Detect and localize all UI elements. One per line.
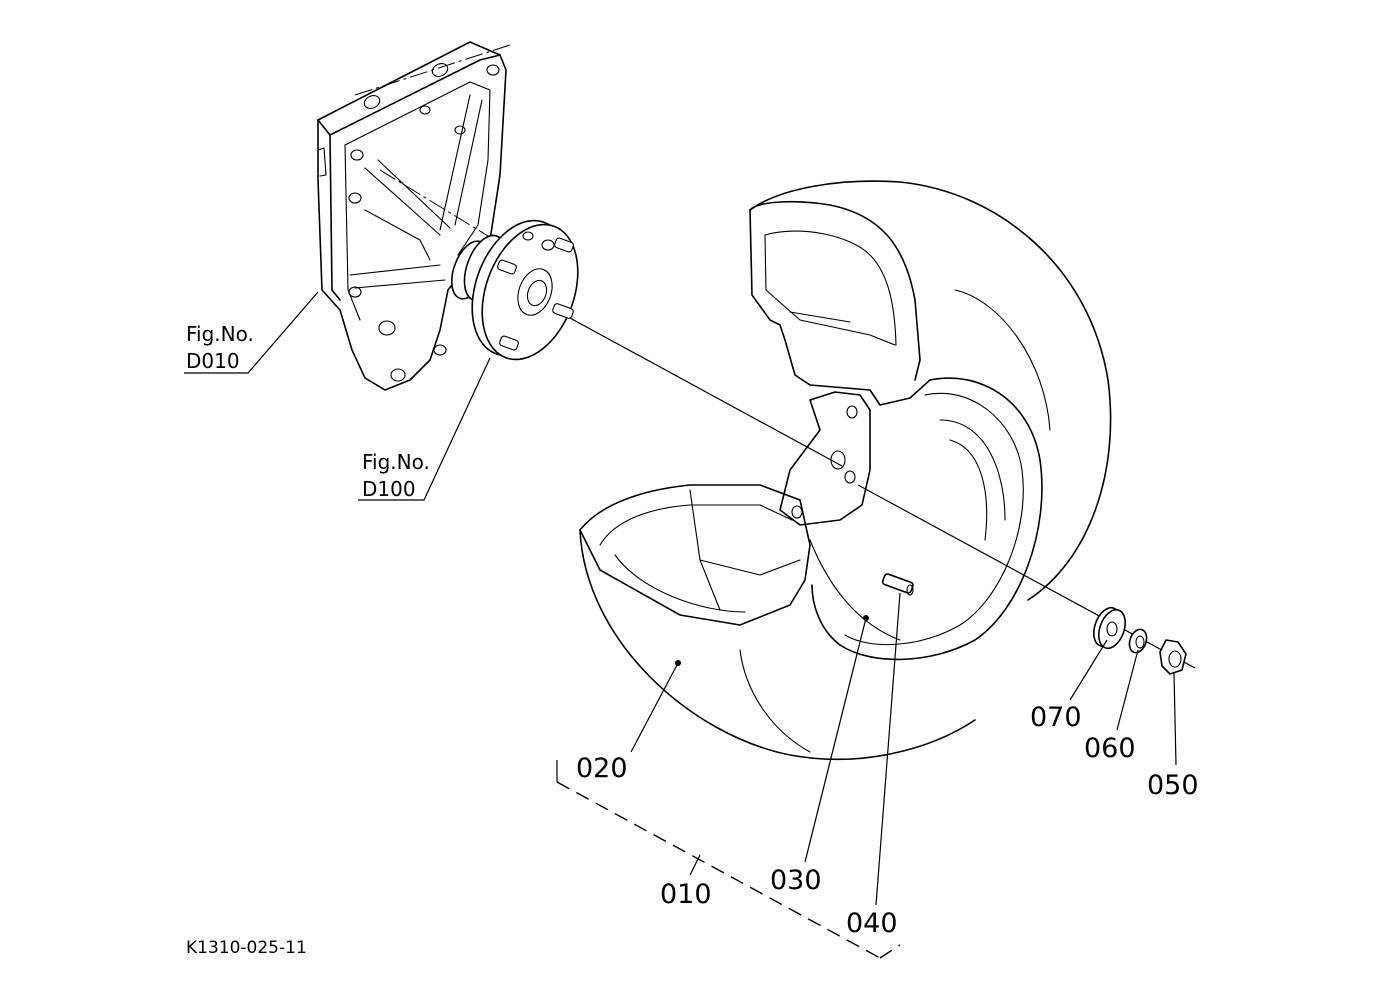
tire [579, 180, 1112, 761]
part-label-020: 020 [576, 753, 628, 784]
nut-050 [1159, 639, 1187, 675]
wheel-hub [450, 219, 579, 361]
lock-washer-060 [1128, 628, 1148, 654]
fig-d100-line2: D100 [362, 477, 416, 501]
drawing-code: K1310-025-11 [186, 938, 307, 958]
part-label-060: 060 [1084, 733, 1136, 764]
washer-070 [1093, 606, 1126, 650]
fig-d010-line2: D010 [186, 349, 240, 373]
assembly-bracket-010 [556, 760, 901, 959]
part-label-050: 050 [1147, 770, 1199, 801]
axle-case-housing [317, 41, 561, 391]
part-label-040: 040 [846, 908, 898, 939]
leader-lines [184, 291, 1177, 906]
part-label-070: 070 [1030, 702, 1082, 733]
axle-centerline [569, 317, 843, 467]
rim [779, 377, 1043, 661]
part-label-030: 030 [770, 865, 822, 896]
part-label-010: 010 [660, 879, 712, 910]
fig-d100-line1: Fig.No. [362, 450, 430, 474]
fig-d010-line1: Fig.No. [186, 322, 254, 346]
tire-valve [881, 573, 914, 596]
